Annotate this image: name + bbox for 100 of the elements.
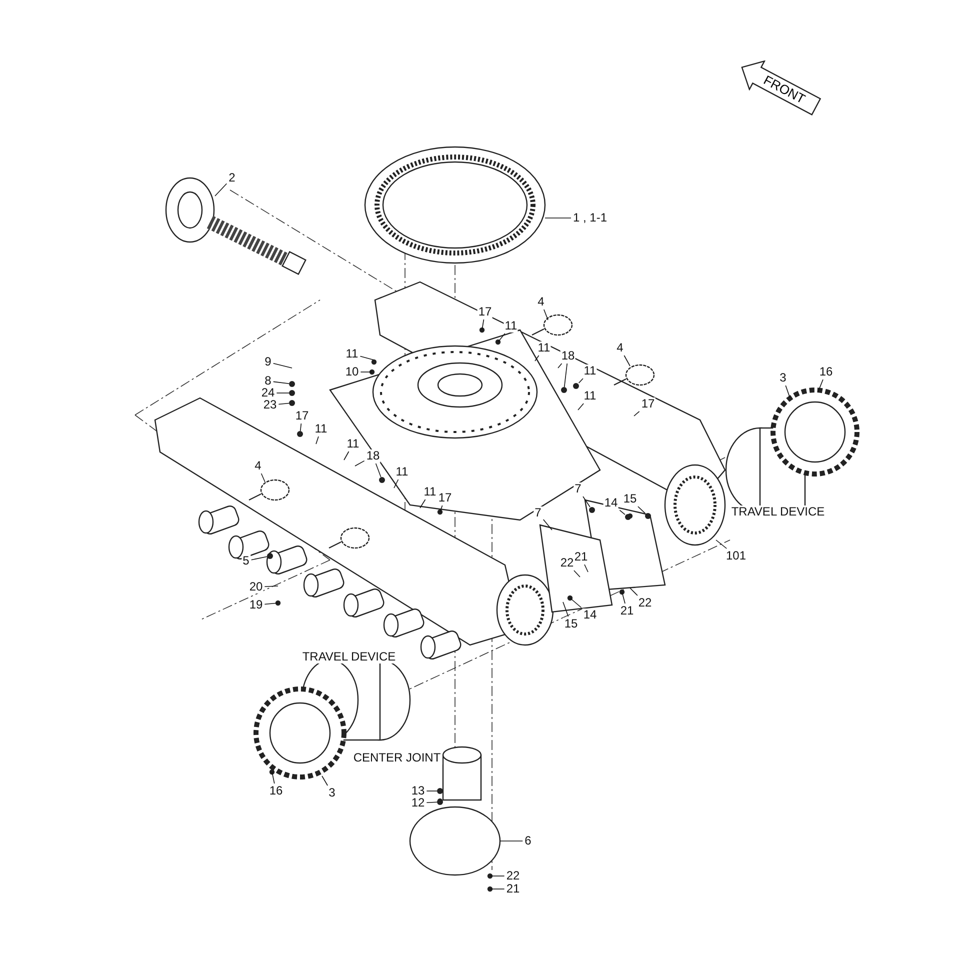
leader-line xyxy=(426,802,438,803)
callout-number: 24 xyxy=(260,386,276,400)
bolt-icon xyxy=(266,552,274,560)
bolt-icon xyxy=(436,787,444,795)
leader-line xyxy=(264,602,278,605)
leader-line xyxy=(630,588,638,596)
callout-number: 13 xyxy=(410,784,426,798)
callout-number: 4 xyxy=(536,296,546,308)
callout-number: 15 xyxy=(622,492,638,506)
callout-number: 22 xyxy=(637,596,653,610)
leader-line xyxy=(360,356,374,360)
leader-line xyxy=(578,378,584,384)
callout-number: 17 xyxy=(640,398,656,410)
leader-line xyxy=(716,540,728,549)
leader-line xyxy=(426,790,438,792)
callout-number: 21 xyxy=(619,604,635,618)
leader-line xyxy=(300,423,302,432)
callout-number: 3 xyxy=(778,372,788,384)
bolt-icon xyxy=(588,506,596,514)
bolt-icon xyxy=(572,382,580,390)
leader-line xyxy=(534,355,540,362)
callout-number: 21 xyxy=(505,882,521,896)
callout-number: 11 xyxy=(314,422,328,436)
leader-line xyxy=(582,496,590,508)
leader-line xyxy=(578,403,584,410)
leader-line xyxy=(544,309,548,320)
leader-line xyxy=(264,586,278,587)
leader-line xyxy=(638,506,646,514)
callout-number: 20 xyxy=(248,580,264,594)
callout-number: 11 xyxy=(582,364,598,378)
leader-line xyxy=(344,451,350,460)
leader-line xyxy=(818,379,824,392)
leader-line xyxy=(558,363,562,368)
callout-number: 101 xyxy=(724,550,748,562)
bolt-icon xyxy=(436,798,444,806)
leader-line xyxy=(354,460,365,466)
callout-number: 23 xyxy=(262,398,278,412)
leader-line xyxy=(500,840,524,842)
leader-line xyxy=(260,473,266,482)
callout-number: 9 xyxy=(264,356,272,368)
callout-number: 8 xyxy=(264,374,272,388)
leader-line xyxy=(570,598,582,608)
callout-number: 18 xyxy=(365,450,381,462)
callout-number: 11 xyxy=(344,348,360,360)
callout-number: 6 xyxy=(524,834,532,848)
callout-number: 15 xyxy=(563,618,579,630)
leader-line xyxy=(214,183,228,196)
callout-number: 21 xyxy=(573,550,589,564)
leader-line xyxy=(420,499,426,508)
leader-line xyxy=(574,570,580,578)
leader-line xyxy=(440,505,443,512)
callout-number: 11 xyxy=(536,342,552,354)
callout-number: 4 xyxy=(616,342,624,354)
callout-number: 1 , 1-1 xyxy=(572,212,608,224)
bolt-icon xyxy=(378,476,386,484)
leader-line xyxy=(276,392,290,394)
leader-line xyxy=(272,381,290,384)
leader-line xyxy=(498,333,506,342)
leader-line xyxy=(564,363,568,388)
leader-line xyxy=(542,519,552,530)
callout-number: 12 xyxy=(410,796,426,810)
bolt-icon xyxy=(288,380,296,388)
callout-number: 11 xyxy=(504,320,518,332)
bolt-icon xyxy=(644,512,652,520)
callout-number: 14 xyxy=(603,496,619,510)
callout-number: 17 xyxy=(477,306,493,318)
leader-line xyxy=(316,436,319,444)
callout-number: 10 xyxy=(344,366,360,378)
callout-number: 11 xyxy=(394,466,410,478)
leader-line xyxy=(785,385,790,398)
leader-line xyxy=(634,411,640,416)
leader-line xyxy=(272,772,275,784)
callout-number: 16 xyxy=(818,366,834,378)
leader-line xyxy=(624,355,630,366)
leader-line xyxy=(272,362,292,368)
callout-number: 22 xyxy=(559,556,575,570)
bolt-icon xyxy=(288,399,296,407)
leader-line xyxy=(322,776,328,786)
callout-number: 11 xyxy=(582,390,598,402)
leader-line xyxy=(490,888,505,890)
callout-number: 5 xyxy=(242,554,250,568)
bolt-icon xyxy=(288,389,296,397)
part-name: CENTER JOINT xyxy=(351,752,443,764)
callout-number: 4 xyxy=(254,460,262,472)
bolt-icon xyxy=(560,386,568,394)
leader-line xyxy=(278,402,290,405)
bolt-icon xyxy=(296,430,304,438)
callout-number: 3 xyxy=(328,786,336,800)
callout-number: 11 xyxy=(346,438,360,450)
callout-number: 17 xyxy=(294,410,310,422)
leader-line xyxy=(622,592,626,604)
leader-line xyxy=(375,463,382,478)
part-name: TRAVEL DEVICE xyxy=(729,506,827,518)
callout-number: 16 xyxy=(268,784,284,798)
leader-line xyxy=(619,510,626,515)
leader-line xyxy=(584,564,588,572)
part-name: TRAVEL DEVICE xyxy=(300,650,398,664)
callout-number: 17 xyxy=(437,492,453,504)
callout-number: 7 xyxy=(574,482,582,496)
leader-line xyxy=(482,319,484,330)
